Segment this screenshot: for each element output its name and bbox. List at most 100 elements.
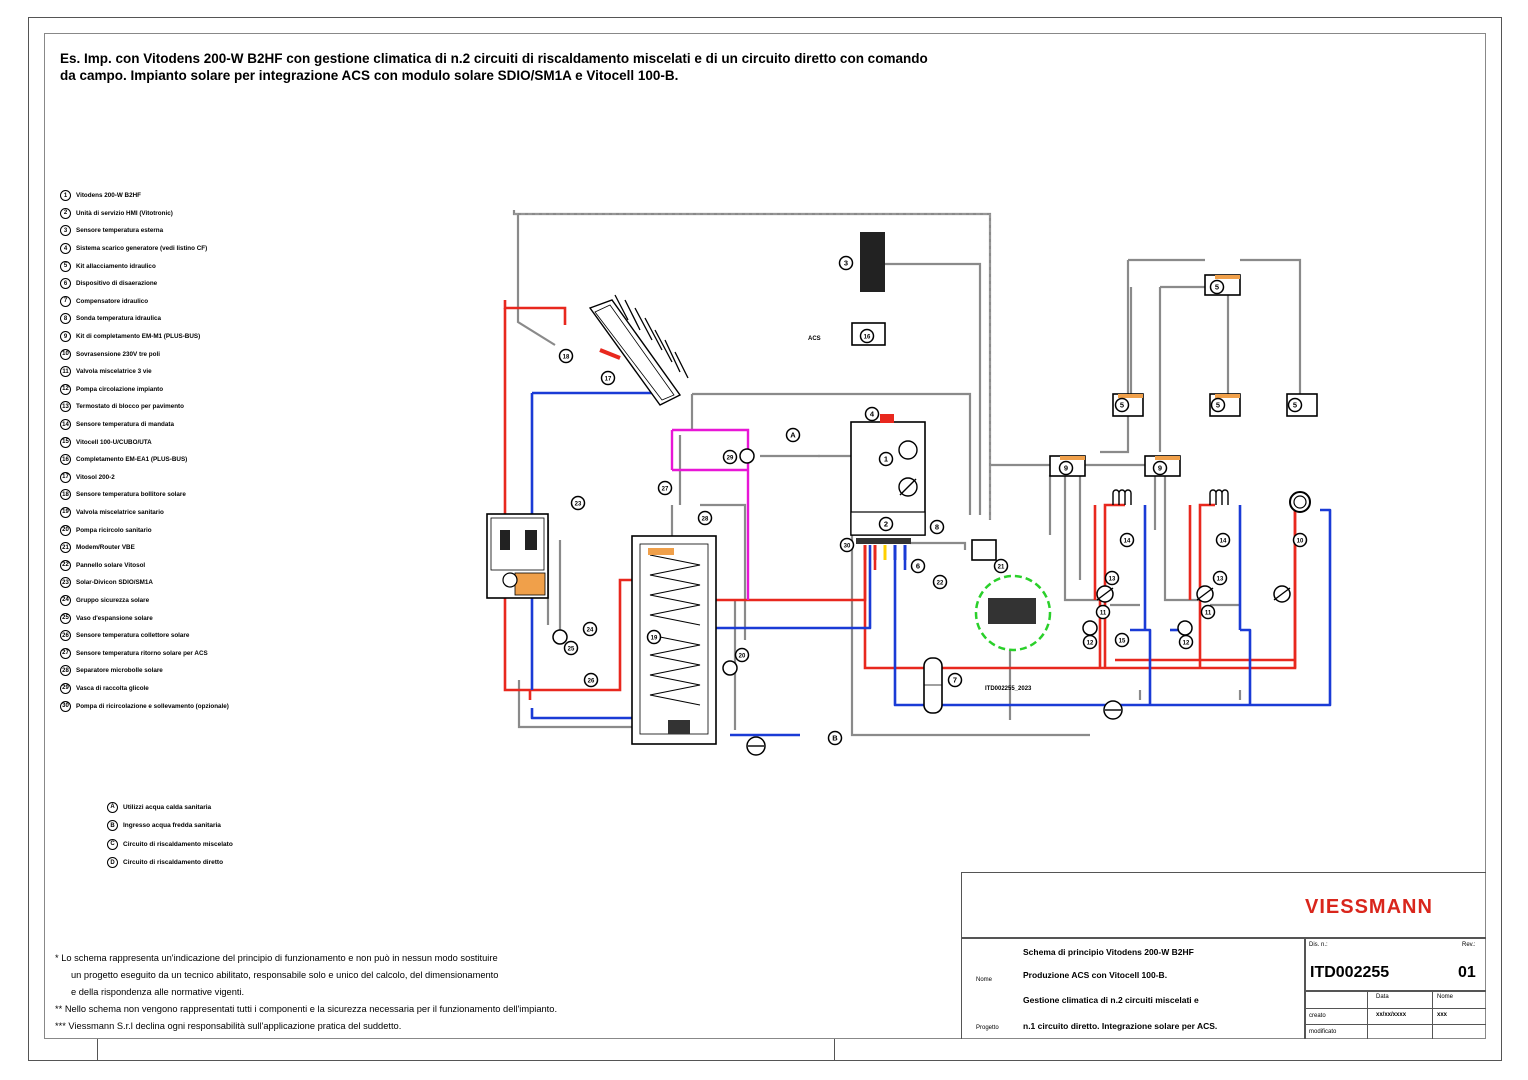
diagram-tag-number: 5 (1293, 401, 1297, 410)
diagram-tag-number: 25 (568, 647, 575, 653)
progetto-label: Progetto (976, 1025, 999, 1031)
diagram-tag-circle (1114, 397, 1130, 413)
legend-number: 22 (60, 559, 71, 571)
legend-number: 30 (60, 700, 71, 712)
legend-number: 24 (60, 594, 71, 606)
acs-label: ACS (808, 336, 821, 342)
tb-divider (1304, 937, 1306, 1039)
diagram-tag-circle (646, 629, 662, 645)
diagram-tag-number: 10 (1297, 539, 1304, 545)
circuit-letter: B (107, 820, 118, 832)
legend-number: 21 (60, 542, 71, 554)
legend-text: Solar-Divicon SDIO/SM1A (76, 579, 153, 587)
pump-marks (748, 587, 1291, 747)
diagram-tag-circle (1200, 604, 1216, 620)
legend-text: Vasca di raccolta glicole (76, 684, 149, 692)
circuit-text: Circuito di riscaldamento diretto (123, 859, 224, 867)
note-3: *** Viessmann S.r.l declina ogni respons… (55, 1021, 402, 1031)
page-title: Es. Imp. con Vitodens 200-W B2HF con ges… (60, 50, 1080, 84)
disclaimer-notes: * Lo schema rappresenta un'indicazione d… (55, 950, 775, 1035)
revision-number: 01 (1458, 964, 1476, 981)
diagram-tag-circle (993, 558, 1009, 574)
legend-text: Dispositivo di disaerazione (76, 280, 158, 288)
legend-text: Unità di servizio HMI (Vitotronic) (76, 209, 173, 217)
legend-text: Pompa di ricircolazione e sollevamento (… (76, 702, 229, 710)
legend-number: 11 (60, 366, 71, 378)
diagram-tag-number: 29 (727, 456, 734, 462)
legend-number: 23 (60, 577, 71, 589)
diagram-tag-circle (697, 510, 713, 526)
diagram-tag-circle (932, 574, 948, 590)
legend-item: 7 Compensatore idraulico (60, 293, 330, 311)
legend-text: Sensore temperatura esterna (76, 227, 164, 235)
date-value: xx/xx/xxxx (1376, 1012, 1407, 1018)
circuit-legend-item: D Circuito di riscaldamento diretto (107, 854, 357, 873)
diagram-tag-number: 20 (739, 654, 746, 660)
diagram-tag-circle (600, 370, 616, 386)
title-block (961, 872, 1486, 1039)
legend-text: Sensore temperatura ritorno solare per A… (76, 649, 208, 657)
diagram-tag-circle (1212, 570, 1228, 586)
legend-number: 13 (60, 401, 71, 413)
diagram-tag-number: 5 (1215, 283, 1219, 292)
tb-divider (961, 937, 1486, 939)
diagram-tag-circle (1287, 397, 1303, 413)
diagram-tag-circle (864, 406, 880, 422)
circuit-text: Circuito di riscaldamento miscelato (123, 840, 233, 848)
legend-item: 23 Solar-Divicon SDIO/SM1A (60, 574, 330, 592)
legend-number: 3 (60, 225, 71, 237)
diagram-tag-circle (570, 495, 586, 511)
diagram-tag-circle (657, 480, 673, 496)
tb-divider (1304, 1008, 1486, 1009)
legend-text: Pompa circolazione impianto (76, 385, 164, 393)
module-accents (1060, 275, 1240, 460)
circuit-letter: D (107, 857, 118, 869)
diagram-tag-number: 2 (884, 520, 888, 529)
frame-tick (97, 1039, 98, 1061)
legend-number: 14 (60, 419, 71, 431)
note-2: ** Nello schema non vengono rappresentat… (55, 1004, 558, 1014)
legend-text: Compensatore idraulico (76, 297, 149, 305)
diagram-tag-circle (1119, 532, 1135, 548)
diagram-tag-number: 9 (1158, 464, 1162, 473)
legend-number: 19 (60, 506, 71, 518)
floor-heating-loops (1112, 489, 1229, 505)
note-1: * Lo schema rappresenta un'indicazione d… (55, 953, 498, 963)
legend-number: 20 (60, 524, 71, 536)
legend-number: 17 (60, 471, 71, 483)
outdoor-sensor (860, 232, 885, 292)
legend-item: 30 Pompa di ricircolazione e sollevamento… (60, 697, 330, 715)
legend-number: 5 (60, 260, 71, 272)
diagram-tag-number: 11 (1205, 611, 1212, 617)
legend-number: 1 (60, 190, 71, 202)
diagram-tag-number: 18 (563, 355, 570, 361)
legend-text: Gruppo sicurezza solare (76, 596, 150, 604)
diagram-tag-circle (1058, 460, 1074, 476)
diagram-tag-number: 14 (1124, 539, 1131, 545)
tb-divider (1304, 990, 1486, 992)
legend-number: 28 (60, 665, 71, 677)
diagram-tag-circle (582, 621, 598, 637)
legend-text: Vitocell 100-U/CUBO/UTA (76, 438, 152, 446)
note-1c: e della rispondenza alle normative vigen… (71, 987, 245, 997)
diagram-tag-circle (839, 537, 855, 553)
circuit-letter: C (107, 838, 118, 850)
diagram-tag-circle (785, 427, 801, 443)
legend-text: Valvola miscelatrice sanitario (76, 508, 164, 516)
document-number: ITD002255 (1310, 964, 1390, 981)
diagram-tag-number: 26 (588, 679, 595, 685)
legend-number: 7 (60, 295, 71, 307)
